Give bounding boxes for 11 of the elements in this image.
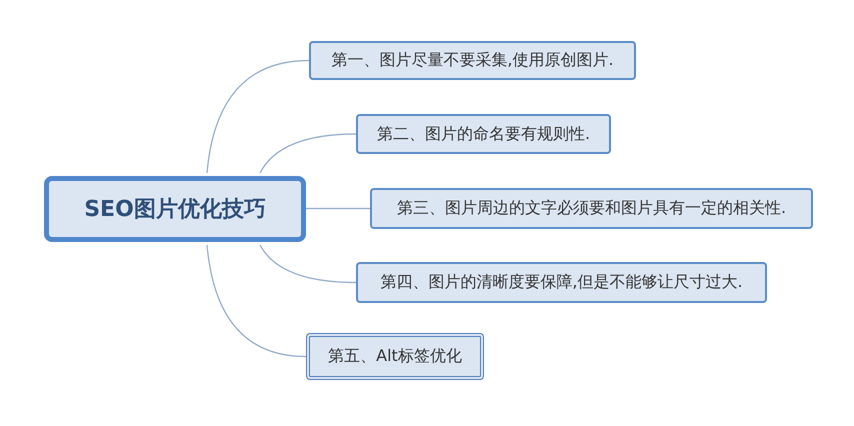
subtopic-box: 第五、Alt标签优化 [306,333,484,380]
subtopic-box: 第三、图片周边的文字必须要和图片具有一定的相关性. [370,188,813,229]
connector-line [259,133,356,174]
subtopic-box: 第四、图片的清晰度要保障,但是不能够让尺寸过大. [356,262,767,303]
central-topic-box: SEO图片优化技巧 [44,176,306,242]
subtopic-box: 第一、图片尽量不要采集,使用原创图片. [309,41,636,80]
connector-line [206,60,310,174]
connector-line [259,244,356,284]
connector-line [306,208,370,210]
connector-line [206,244,306,358]
subtopic-box: 第二、图片的命名要有规则性. [356,114,611,154]
